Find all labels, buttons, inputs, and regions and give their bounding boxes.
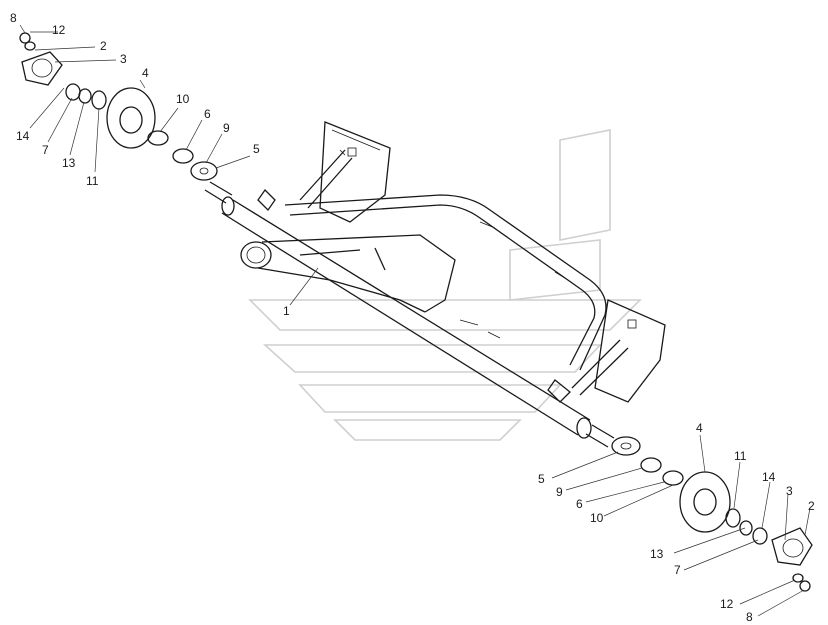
callout-11-left: 11 (86, 174, 99, 188)
callout-12-left: 12 (52, 23, 66, 37)
leader-lines (19, 24, 811, 617)
callout-14-left: 14 (16, 129, 30, 143)
callout-5-left: 5 (253, 142, 260, 156)
right-hub-assembly (611, 436, 813, 592)
callout-9-left: 9 (223, 121, 230, 135)
callout-3-right: 3 (786, 484, 793, 498)
callout-1: 1 (283, 304, 290, 318)
callout-5-right: 5 (538, 472, 545, 486)
right-mounting-plate (571, 299, 666, 403)
callout-6-right: 6 (576, 497, 583, 511)
callout-8-left: 8 (10, 11, 17, 25)
left-hub-assembly (19, 32, 218, 181)
callout-13-left: 13 (62, 156, 76, 170)
callout-7-left: 7 (42, 143, 49, 157)
callout-2-left: 2 (100, 39, 107, 53)
callout-4-left: 4 (142, 66, 149, 80)
callout-11-right: 11 (734, 449, 747, 463)
left-mounting-plate (299, 121, 391, 223)
callout-4-right: 4 (696, 421, 703, 435)
callout-2-right: 2 (808, 499, 815, 513)
callout-labels: 8 12 2 3 4 14 7 13 11 10 6 9 5 1 4 11 5 … (10, 11, 815, 624)
callout-13-right: 13 (650, 547, 664, 561)
axle-beam (204, 181, 615, 448)
callout-14-right: 14 (762, 470, 776, 484)
callout-12-right: 12 (720, 597, 734, 611)
callout-10-right: 10 (590, 511, 604, 525)
callout-8-right: 8 (746, 610, 753, 624)
drawbar-tube (240, 234, 456, 313)
callout-7-right: 7 (674, 563, 681, 577)
callout-9-right: 9 (556, 485, 563, 499)
callout-6-left: 6 (204, 107, 211, 121)
callout-10-left: 10 (176, 92, 190, 106)
callout-3-left: 3 (120, 52, 127, 66)
u-frame (284, 194, 607, 371)
